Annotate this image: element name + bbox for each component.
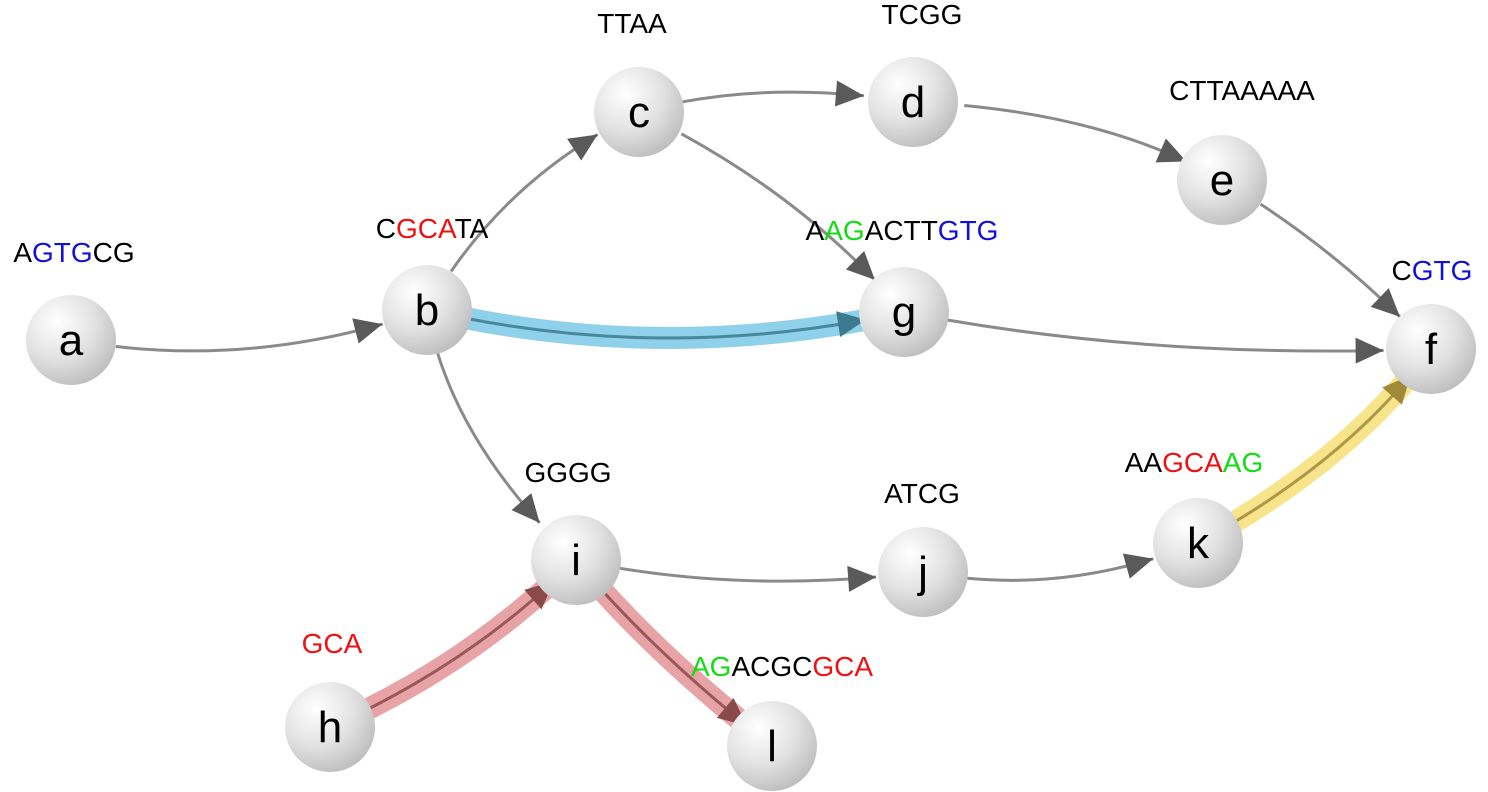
node-circle-c [594,67,684,157]
node-label-k: k [1187,519,1210,568]
node-circle-d [868,57,958,147]
node-f[interactable]: f [1386,304,1476,394]
edge-a-b [115,322,384,353]
sequence-segment-h-0: GCA [302,628,363,659]
sequence-label-e: CTTAAAAA [1169,75,1315,106]
sequence-label-f: CGTG [1392,255,1473,286]
sequence-label-h: GCA [302,628,363,659]
sequence-segment-d-0: TCGG [882,0,963,30]
sequence-segment-g-0: A [806,215,825,246]
node-circle-j [878,527,968,617]
sequence-segment-l-2: GCA [812,651,873,682]
node-label-j: j [916,548,928,597]
sequence-label-k: AAGCAAG [1125,447,1264,478]
node-circle-i [531,515,621,605]
arrowhead-i-j [847,565,877,592]
sequence-segment-j-0: ATCG [884,478,960,509]
node-label-a: a [59,316,84,365]
edge-layer [115,80,1401,592]
node-label-e: e [1210,156,1234,205]
node-label-g: g [892,288,916,337]
node-label-b: b [415,286,439,335]
sequence-segment-g-1: AG [824,215,864,246]
sequence-segment-g-3: GTG [938,215,999,246]
node-circle-g [859,267,949,357]
sequence-label-d: TCGG [882,0,963,30]
sequence-segment-f-1: GTG [1412,255,1473,286]
edge-d-e [964,103,1188,163]
sequence-segment-b-0: C [376,213,396,244]
sequence-label-i: GGGG [524,457,611,488]
sequence-label-l: AGACGCGCA [691,651,873,682]
sequence-segment-i-0: GGGG [524,457,611,488]
node-label-i: i [571,536,581,585]
node-circle-l [727,701,817,791]
sequence-label-g: AAGACTTGTG [806,215,999,246]
node-label-c: c [628,88,650,137]
edge-c-g [680,132,877,281]
node-e[interactable]: e [1177,135,1267,225]
node-g[interactable]: g [859,267,949,357]
sequence-segment-b-1: GCA [396,213,457,244]
sequence-label-a: AGTGCG [13,237,134,268]
node-label-d: d [901,78,925,127]
node-circle-k [1153,498,1243,588]
node-label-l: l [767,722,777,771]
sequence-label-j: ATCG [884,478,960,509]
arrowhead-d-e [1155,138,1187,163]
node-label-h: h [318,703,342,752]
highlight-arrowhead-b-g [836,311,866,337]
highlight-edge-h-i [366,579,555,711]
sequence-segment-f-0: C [1392,255,1412,286]
arrowhead-g-f [1355,337,1384,364]
node-circle-f [1386,304,1476,394]
sequence-segment-k-0: AA [1125,447,1163,478]
edge-b-c [449,133,599,273]
arrowhead-e-f [1370,288,1400,317]
sequence-segment-l-1: ACGC [731,651,812,682]
node-a[interactable]: a [26,295,116,385]
node-label-f: f [1425,325,1438,374]
sequence-segment-e-0: CTTAAAAA [1169,75,1315,106]
node-c[interactable]: c [594,67,684,157]
edge-i-j [618,566,877,583]
arrowhead-c-d [834,80,864,107]
edge-b-i [435,349,541,524]
highlight-edge-b-g [462,316,867,340]
sequence-segment-l-0: AG [691,651,731,682]
node-i[interactable]: i [531,515,621,605]
arrowhead-b-c [567,134,598,161]
sequence-label-b: CGCATA [376,213,489,244]
arrowhead-b-i [511,493,540,523]
sequence-segment-c-0: TTAA [597,8,667,39]
node-circle-h [285,682,375,772]
node-circle-e [1177,135,1267,225]
sequence-label-c: TTAA [597,8,667,39]
arrowhead-j-k [1122,553,1154,579]
sequence-segment-g-2: ACTT [865,215,938,246]
node-b[interactable]: b [382,265,472,355]
node-circle-b [382,265,472,355]
highlight-layer [356,306,1422,737]
arrowhead-c-g [845,250,875,280]
sequence-segment-k-1: GCA [1162,447,1223,478]
sequence-segment-a-1: GTG [32,237,93,268]
node-j[interactable]: j [878,527,968,617]
sequence-segment-a-2: CG [93,237,135,268]
edge-g-f [945,318,1384,353]
arrowhead-a-b [352,318,383,344]
node-h[interactable]: h [285,682,375,772]
node-circle-a [26,295,116,385]
sequence-segment-a-0: A [13,237,32,268]
node-l[interactable]: l [727,701,817,791]
node-layer: a b c d e f g h i j k l [26,57,1476,791]
highlight-band-h-i [356,570,565,721]
node-d[interactable]: d [868,57,958,147]
sequence-segment-k-2: AG [1223,447,1263,478]
sequence-segment-b-2: TA [455,213,489,244]
node-k[interactable]: k [1153,498,1243,588]
